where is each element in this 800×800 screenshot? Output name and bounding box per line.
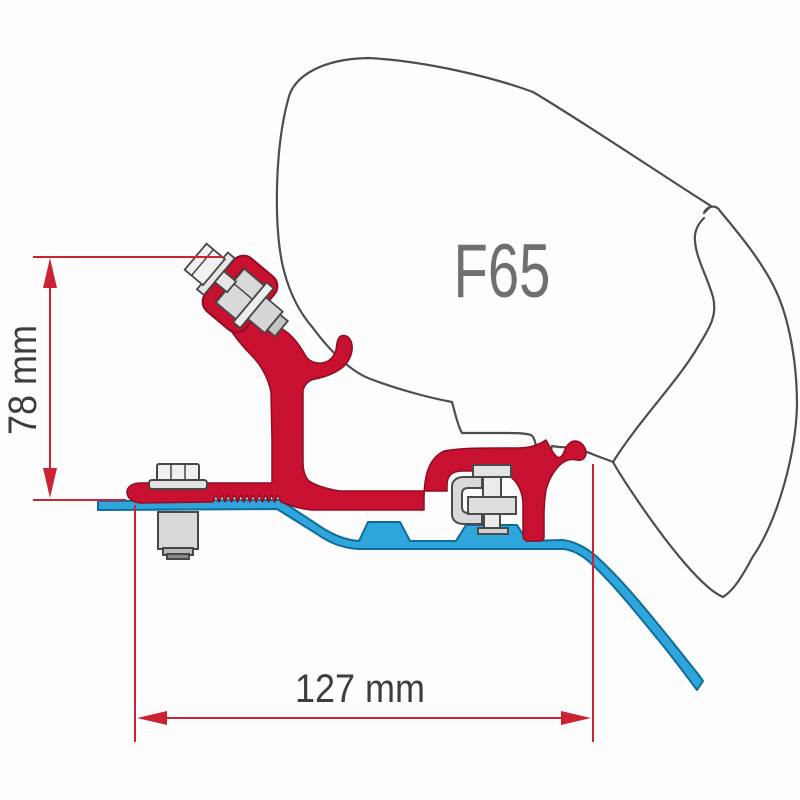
rail-clamp-upper-shaft [482,476,502,498]
rail-clamp [451,464,517,535]
rail-clamp-top-plate [472,464,512,478]
lower-bolt-spacer [157,511,199,550]
lower-bolt-washer [148,479,208,490]
width-dimension: 127 mm [134,464,594,742]
arrow-left-icon [137,711,167,725]
rail-clamp-mid-plate [467,496,517,515]
product-label: F65 [454,229,551,314]
adapter-bracket-body [126,314,587,542]
awning-case-outline [275,56,799,599]
lower-bolt-cap-tip [166,553,190,560]
height-dimension: 78 mm [1,256,223,501]
lower-bolt [148,463,208,560]
upper-bolt [183,242,290,338]
arrow-right-icon [561,711,591,725]
rail-clamp-lower-shaft [483,513,501,529]
arrow-down-icon [43,468,57,498]
upper-bolt-shaft [213,270,238,294]
width-dimension-label: 127 mm [295,667,425,711]
height-dimension-label: 78 mm [1,325,45,435]
upper-bolt-cap [266,313,290,338]
arrow-up-icon [43,258,57,288]
rail-clamp-foot [477,527,509,535]
lower-bolt-head [156,463,200,482]
case-channel-curve [611,216,716,464]
